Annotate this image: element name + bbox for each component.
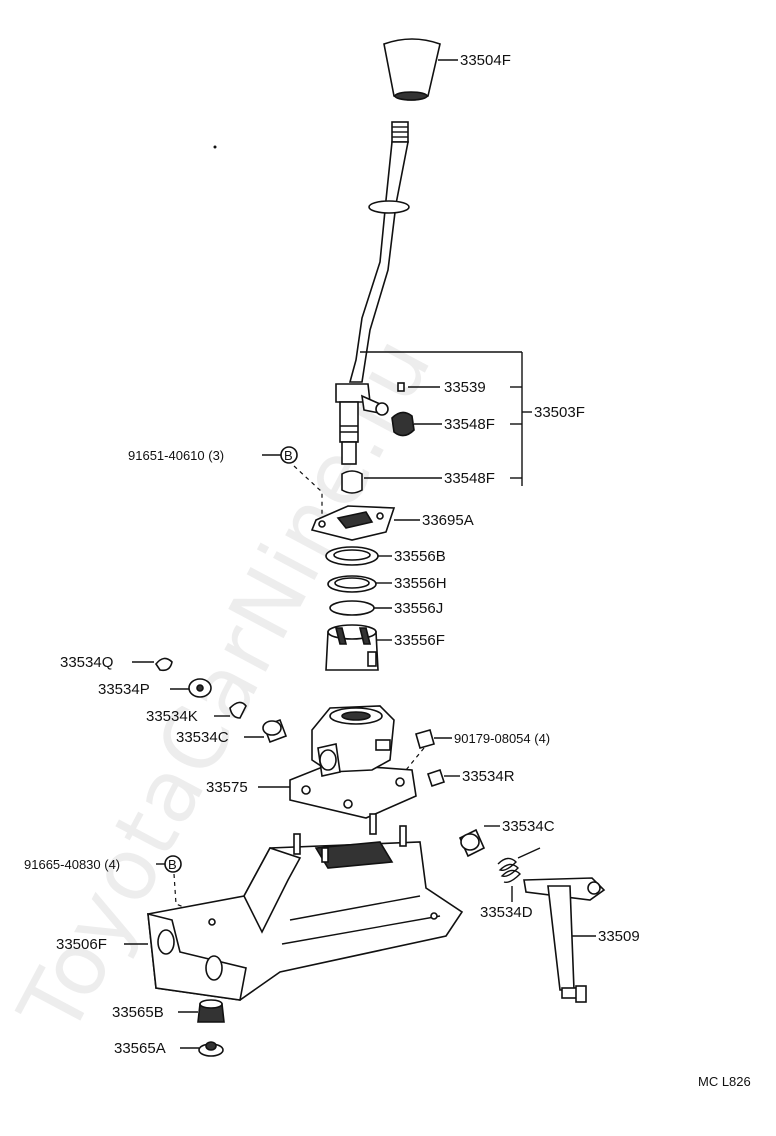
- label-seat-b: 33556B: [394, 548, 446, 565]
- bolt-a-mark: B: [164, 855, 182, 873]
- lever-sub: [523, 877, 606, 1003]
- spring-d: [497, 847, 541, 884]
- pin-k: [229, 701, 247, 719]
- svg-text:B: B: [168, 857, 177, 872]
- shift-housing: [147, 813, 464, 1001]
- cushion-a: [198, 1041, 224, 1057]
- ring-j: [329, 600, 375, 616]
- retainer-plate: [310, 505, 396, 541]
- label-seat-h: 33556H: [394, 575, 447, 592]
- label-bolt-c: 90179-08054 (4): [454, 731, 550, 746]
- bushing-upper: [391, 411, 415, 437]
- label-pin-k: 33534K: [146, 708, 198, 725]
- label-retainer-plate: 33695A: [422, 512, 474, 529]
- plug-part: [397, 382, 405, 392]
- label-bush-r: 33534R: [462, 768, 515, 785]
- label-seat-f: 33556F: [394, 632, 445, 649]
- assembly-bracket: [360, 351, 532, 486]
- label-bush-upper: 33548F: [444, 416, 495, 433]
- label-knob: 33504F: [460, 52, 511, 69]
- clip-q: [155, 657, 173, 672]
- shift-retainer: [289, 705, 417, 819]
- label-bolt-a: 91665-40830 (4): [24, 857, 120, 872]
- bush-c-left: [262, 718, 288, 744]
- label-ring-j: 33556J: [394, 600, 443, 617]
- label-cushion-b: 33565B: [112, 1004, 164, 1021]
- label-retainer: 33575: [206, 779, 248, 796]
- seat-h: [327, 575, 377, 593]
- label-clip-q: 33534Q: [60, 654, 113, 671]
- label-lever-assy: 33503F: [534, 404, 585, 421]
- seat-f: [325, 624, 379, 671]
- footer-code: MC L826: [698, 1074, 751, 1089]
- cushion-b: [197, 999, 225, 1023]
- label-lever-sub: 33509: [598, 928, 640, 945]
- label-bush-lower: 33548F: [444, 470, 495, 487]
- washer-p: [188, 678, 212, 698]
- bush-c-right: [458, 828, 486, 858]
- shift-lever: [335, 121, 410, 465]
- svg-text:B: B: [284, 448, 293, 463]
- bush-r: [426, 768, 446, 788]
- seat-b: [325, 546, 379, 566]
- label-cushion-a: 33565A: [114, 1040, 166, 1057]
- label-bolt-b: 91651-40610 (3): [128, 448, 224, 463]
- label-spring-d: 33534D: [480, 904, 533, 921]
- bushing-lower: [341, 470, 363, 494]
- label-plug: 33539: [444, 379, 486, 396]
- label-housing: 33506F: [56, 936, 107, 953]
- bolt-c: [415, 729, 435, 749]
- shift-knob: [383, 38, 441, 101]
- label-washer-p: 33534P: [98, 681, 150, 698]
- label-bush-c-left: 33534C: [176, 729, 229, 746]
- label-bush-c-right: 33534C: [502, 818, 555, 835]
- bolt-b-mark: B: [280, 446, 298, 464]
